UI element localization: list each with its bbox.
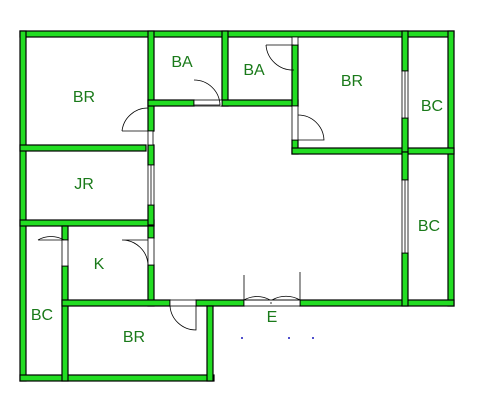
room-label-br-top-right: BR (341, 73, 363, 90)
room-label-bc-left: BC (31, 307, 53, 324)
entrance-marks (241, 337, 314, 339)
room-label-jr: JR (74, 176, 94, 193)
room-label-entrance: E (267, 309, 278, 326)
walls (19, 30, 455, 382)
room-label-bc-right-bottom: BC (418, 218, 440, 235)
room-labels: BR BA BA BR BC JR BC K BC BR E (31, 54, 443, 346)
room-label-br-top-left: BR (73, 89, 95, 106)
room-label-ba-left: BA (171, 54, 193, 71)
room-label-bc-right-top: BC (421, 98, 443, 115)
doors (37, 36, 409, 331)
room-label-ba-right: BA (243, 62, 265, 79)
room-label-k: K (94, 256, 105, 273)
room-label-br-bottom: BR (123, 329, 145, 346)
